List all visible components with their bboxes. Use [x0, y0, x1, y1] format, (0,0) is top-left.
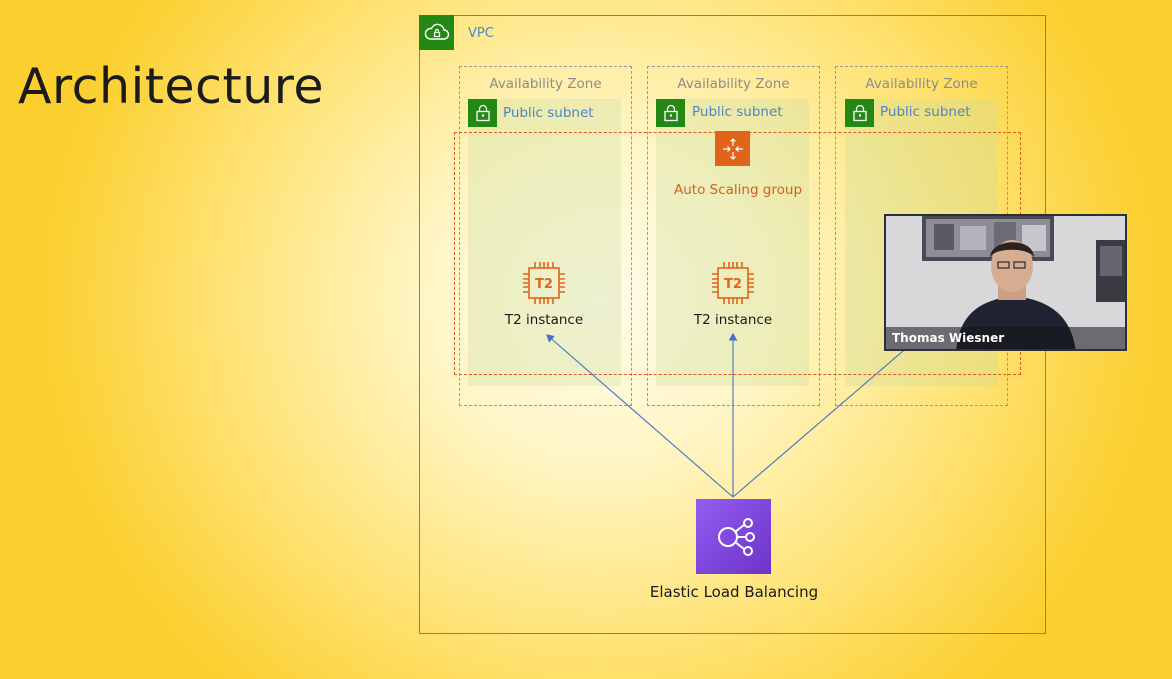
availability-zone-label: Availability Zone — [677, 76, 790, 92]
load-balancer-icon — [696, 499, 771, 574]
slide-title: Architecture — [18, 58, 324, 115]
ec2-instance-icon: T2 — [523, 262, 565, 304]
instance-label: T2 instance — [504, 312, 584, 328]
auto-scaling-icon — [715, 131, 750, 166]
presenter-video: Thomas Wiesner — [884, 214, 1127, 351]
auto-scaling-group-label: Auto Scaling group — [673, 182, 803, 198]
presenter-name: Thomas Wiesner — [886, 327, 1125, 349]
ec2-instance-icon: T2 — [712, 262, 754, 304]
load-balancer-label: Elastic Load Balancing — [649, 583, 819, 601]
arrow-to-zone-3 — [732, 344, 911, 498]
cloud-lock-icon — [419, 15, 454, 50]
lock-icon — [468, 99, 497, 127]
subnet-label: Public subnet — [692, 104, 783, 120]
subnet-label: Public subnet — [503, 105, 594, 121]
public-subnet-1 — [468, 99, 621, 386]
instance-chip-text: T2 — [724, 277, 742, 292]
vpc-label: VPC — [468, 26, 494, 41]
lock-icon — [656, 99, 685, 127]
arrow-to-instance-1 — [546, 334, 734, 498]
availability-zone-1 — [459, 66, 632, 406]
availability-zone-label: Availability Zone — [865, 76, 978, 92]
lock-icon — [845, 99, 874, 127]
instance-label: T2 instance — [693, 312, 773, 328]
instance-chip-text: T2 — [535, 277, 553, 292]
availability-zone-label: Availability Zone — [489, 76, 602, 92]
subnet-label: Public subnet — [880, 104, 971, 120]
presenter-webcam-image — [886, 216, 1125, 349]
